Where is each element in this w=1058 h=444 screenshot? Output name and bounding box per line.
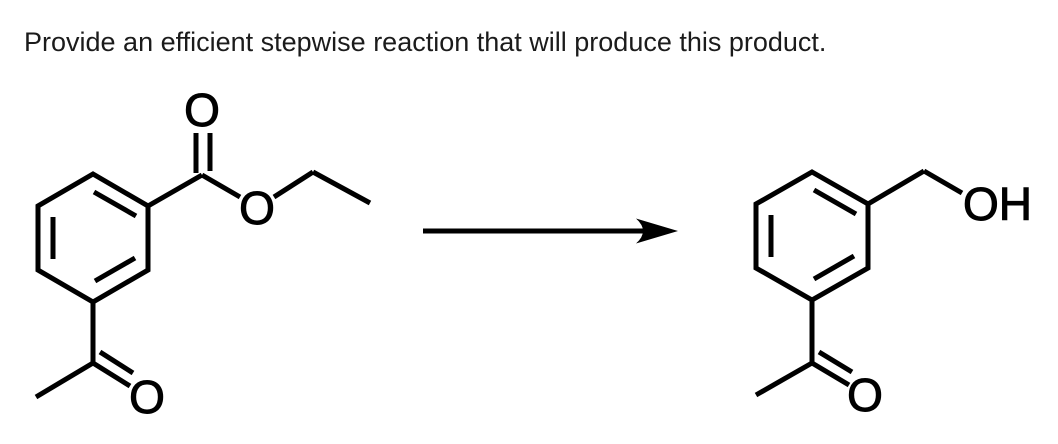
bond bbox=[146, 172, 204, 209]
hydroxyl-label: OH bbox=[963, 178, 1032, 230]
reaction-arrow bbox=[423, 218, 678, 244]
ketone-oxygen-label: O bbox=[847, 369, 883, 421]
hydroxymethyl-group: OH bbox=[866, 168, 1033, 231]
bond bbox=[200, 172, 242, 200]
ring-double-bond bbox=[812, 187, 858, 217]
bond bbox=[272, 169, 315, 200]
reactant-structure: O O O bbox=[34, 84, 372, 424]
carbonyl-double-bond bbox=[810, 360, 851, 388]
ester-group: O O bbox=[146, 84, 372, 235]
ketone-oxygen-label: O bbox=[129, 371, 165, 423]
ester-carbonyl-oxygen-label: O bbox=[184, 84, 220, 136]
carbonyl-double-bond bbox=[98, 349, 135, 376]
acetyl-group: O bbox=[754, 300, 883, 422]
product-structure: OH O bbox=[753, 168, 1033, 422]
bond bbox=[34, 360, 95, 400]
bond bbox=[311, 169, 372, 206]
carbonyl-double-bond bbox=[91, 360, 132, 389]
acetyl-group: O bbox=[34, 302, 165, 424]
bond bbox=[866, 168, 926, 207]
carbonyl-double-bond bbox=[817, 349, 854, 375]
ring-double-bond bbox=[93, 255, 137, 284]
bond bbox=[922, 168, 964, 196]
question-text: Provide an efficient stepwise reaction t… bbox=[24, 27, 827, 57]
ring-double-bond bbox=[92, 189, 138, 219]
ring-double-bond bbox=[812, 253, 856, 282]
bond bbox=[754, 360, 814, 398]
ester-oxygen-label: O bbox=[239, 182, 275, 234]
arrow-head bbox=[636, 218, 678, 244]
